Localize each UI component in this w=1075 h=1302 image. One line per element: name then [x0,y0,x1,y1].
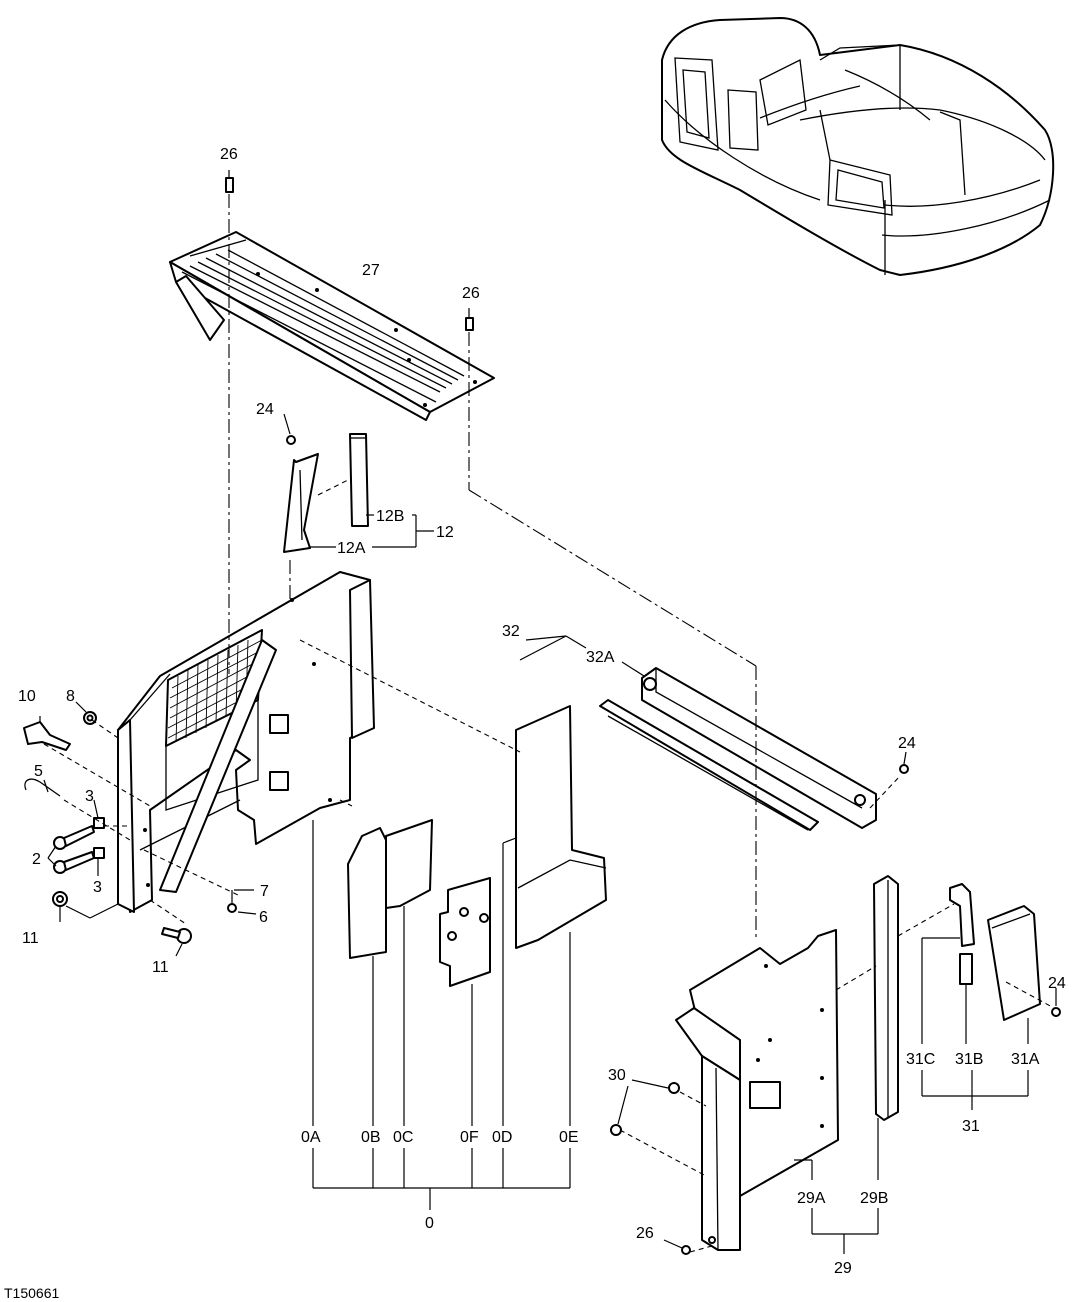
callout-11-left: 11 [22,930,39,947]
callout-0: 0 [425,1215,434,1232]
rail-32A [641,667,877,829]
callout-0F: 0F [460,1129,479,1146]
callout-5: 5 [34,763,43,780]
bolt-icon [161,927,192,944]
callout-32A: 32A [586,649,615,666]
panel-0E [515,705,607,949]
nut-icon [286,435,296,445]
callout-12: 12 [436,524,454,541]
callout-31B: 31B [955,1051,983,1068]
callout-6: 6 [259,909,268,926]
callout-2: 2 [32,851,41,868]
pin-5 [24,778,61,797]
bracket-12A [283,453,319,553]
callout-29A: 29A [797,1190,826,1207]
callout-0C: 0C [393,1129,413,1146]
callout-12B: 12B [376,508,404,525]
callout-0B: 0B [361,1129,381,1146]
callout-26-right: 26 [462,285,480,302]
panel-0F [439,877,491,987]
bolt-icon [53,825,95,850]
bolt-icon [465,308,474,331]
spacer-3 [93,817,105,859]
callout-12A: 12A [337,540,366,557]
callout-29: 29 [834,1260,852,1277]
callout-26-top: 26 [220,146,238,163]
callout-24-rail: 24 [898,735,916,752]
bolt-icon [52,891,68,907]
nut-icon [681,1245,691,1255]
alignment-lines [43,194,1055,1253]
nut-icon [899,764,909,774]
callout-24-right: 24 [1048,975,1066,992]
callout-3-lower: 3 [93,879,102,896]
callout-10: 10 [18,688,36,705]
right-side-panel [675,929,839,1251]
callout-30: 30 [608,1067,626,1084]
nut-icon [83,711,97,725]
clip-10 [23,721,71,751]
nut-icon [610,1124,622,1136]
leader-lines [39,413,1057,1254]
block-12B [349,433,369,527]
washer-6 [227,890,237,913]
callout-29B: 29B [860,1190,888,1207]
callout-26-bottom: 26 [636,1225,654,1242]
panel-0C [385,819,433,909]
callout-3-upper: 3 [85,788,94,805]
callout-27: 27 [362,262,380,279]
callout-0E: 0E [559,1129,579,1146]
callout-0A: 0A [301,1129,321,1146]
nut-icon [668,1082,680,1094]
figure-id: T150661 [4,1285,59,1301]
bolt-icon [225,170,234,193]
top-cover-27 [169,231,495,421]
callout-0D: 0D [492,1129,512,1146]
callout-31A: 31A [1011,1051,1040,1068]
callout-24-bracket: 24 [256,401,274,418]
bracket-31C [949,883,975,947]
callout-31: 31 [962,1118,980,1135]
excavator-locator-icon [661,17,1055,276]
callout-11-bottom: 11 [152,959,169,976]
block-29B [873,875,899,1121]
strip-32 [599,699,819,831]
callout-8: 8 [66,688,75,705]
block-31B [959,953,973,985]
callout-labels: 26 27 26 24 12B 12A 12 32 32A 24 10 8 5 … [18,146,1066,1277]
panel-0B [347,827,387,959]
bolt-icon [53,851,95,874]
left-side-panel [117,571,375,913]
callout-31C: 31C [906,1051,935,1068]
callout-7: 7 [260,883,269,900]
callout-32: 32 [502,623,520,640]
plate-31A [987,905,1041,1021]
nut-icon [1051,1007,1061,1017]
